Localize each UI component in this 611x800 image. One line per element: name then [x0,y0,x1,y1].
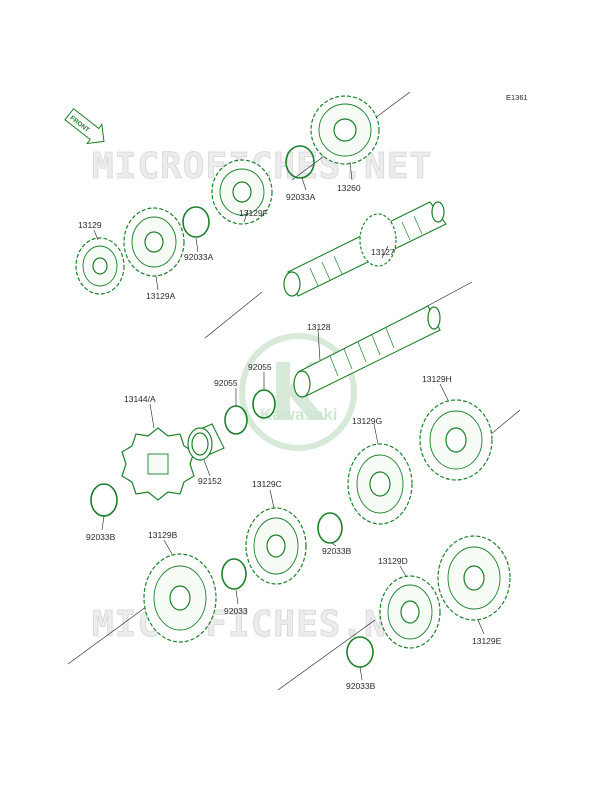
label-13129G: 13129G [352,416,382,426]
label-92033B-mid: 92033B [322,546,352,556]
bushing-92152 [187,423,225,461]
gear-13129G [347,443,413,525]
label-13129E: 13129E [472,636,502,646]
label-13260: 13260 [337,183,361,193]
label-13129D: 13129D [378,556,408,566]
axis-line [204,291,263,339]
label-92055-a: 92055 [214,378,238,388]
label-13127: 13127 [371,247,395,257]
brand-text: Kawasaki [260,405,338,424]
label-13129C: 13129C [252,479,282,489]
circlip-92033 [221,558,247,590]
gear-13129C [245,507,307,585]
label-13129B: 13129B [148,530,178,540]
label-13129A: 13129A [146,291,176,301]
diagram-code: E1361 [506,93,528,102]
label-13129F: 13129F [239,208,268,218]
leader-lines [93,161,485,681]
label-13129: 13129 [78,220,102,230]
label-92033B-bottom: 92033B [346,681,376,691]
circlip-92033A-top [285,145,315,179]
circlip-92033A [182,206,210,238]
axis-line [67,603,151,665]
label-92055-b: 92055 [248,362,272,372]
shaft-13128 [293,305,441,398]
front-arrow-icon: FRONT [64,108,105,145]
watermark-top: MICROFICHES.NET [92,146,432,187]
label-92152: 92152 [198,476,222,486]
axis-line [419,281,473,311]
label-92033A-top: 92033A [286,192,316,202]
gear-13129E [437,535,511,621]
circlip-92033B-mid [317,512,343,544]
oring-92055-a [224,405,248,435]
gear-13129B [143,553,217,643]
label-92033: 92033 [224,606,248,616]
label-13144: 13144/A [124,394,156,404]
label-13129H: 13129H [422,374,452,384]
axis-line [277,619,376,691]
label-92033B-left: 92033B [86,532,116,542]
gear-13129H [419,399,493,481]
gear-13129F [211,159,273,225]
gear-13129D [379,575,441,649]
gear-13260 [310,95,380,165]
gear-13129 [75,237,125,295]
gear-13129A [123,207,185,277]
circlip-92033B-left [90,483,118,517]
sprocket-13144 [121,427,195,501]
label-92033A: 92033A [184,252,214,262]
label-13128: 13128 [307,322,331,332]
shaft-13127 [283,201,447,297]
